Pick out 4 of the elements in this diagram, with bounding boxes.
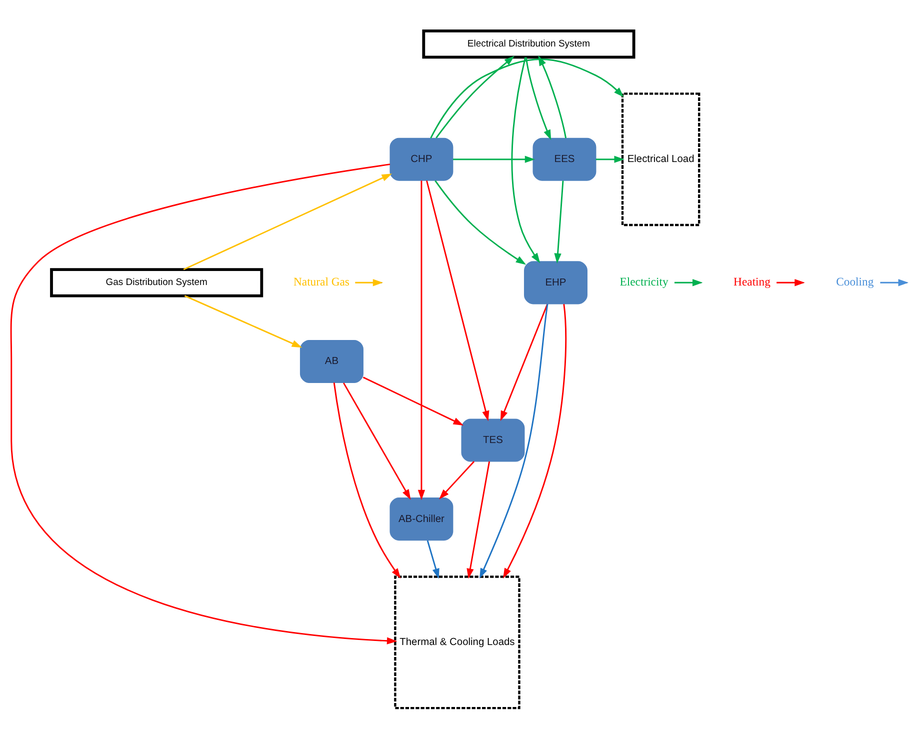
legend-label: Natural Gas (293, 275, 350, 288)
legend-label: Electricity (620, 275, 668, 288)
legend-label: Cooling (836, 275, 874, 288)
legend-label: Heating (734, 275, 770, 288)
